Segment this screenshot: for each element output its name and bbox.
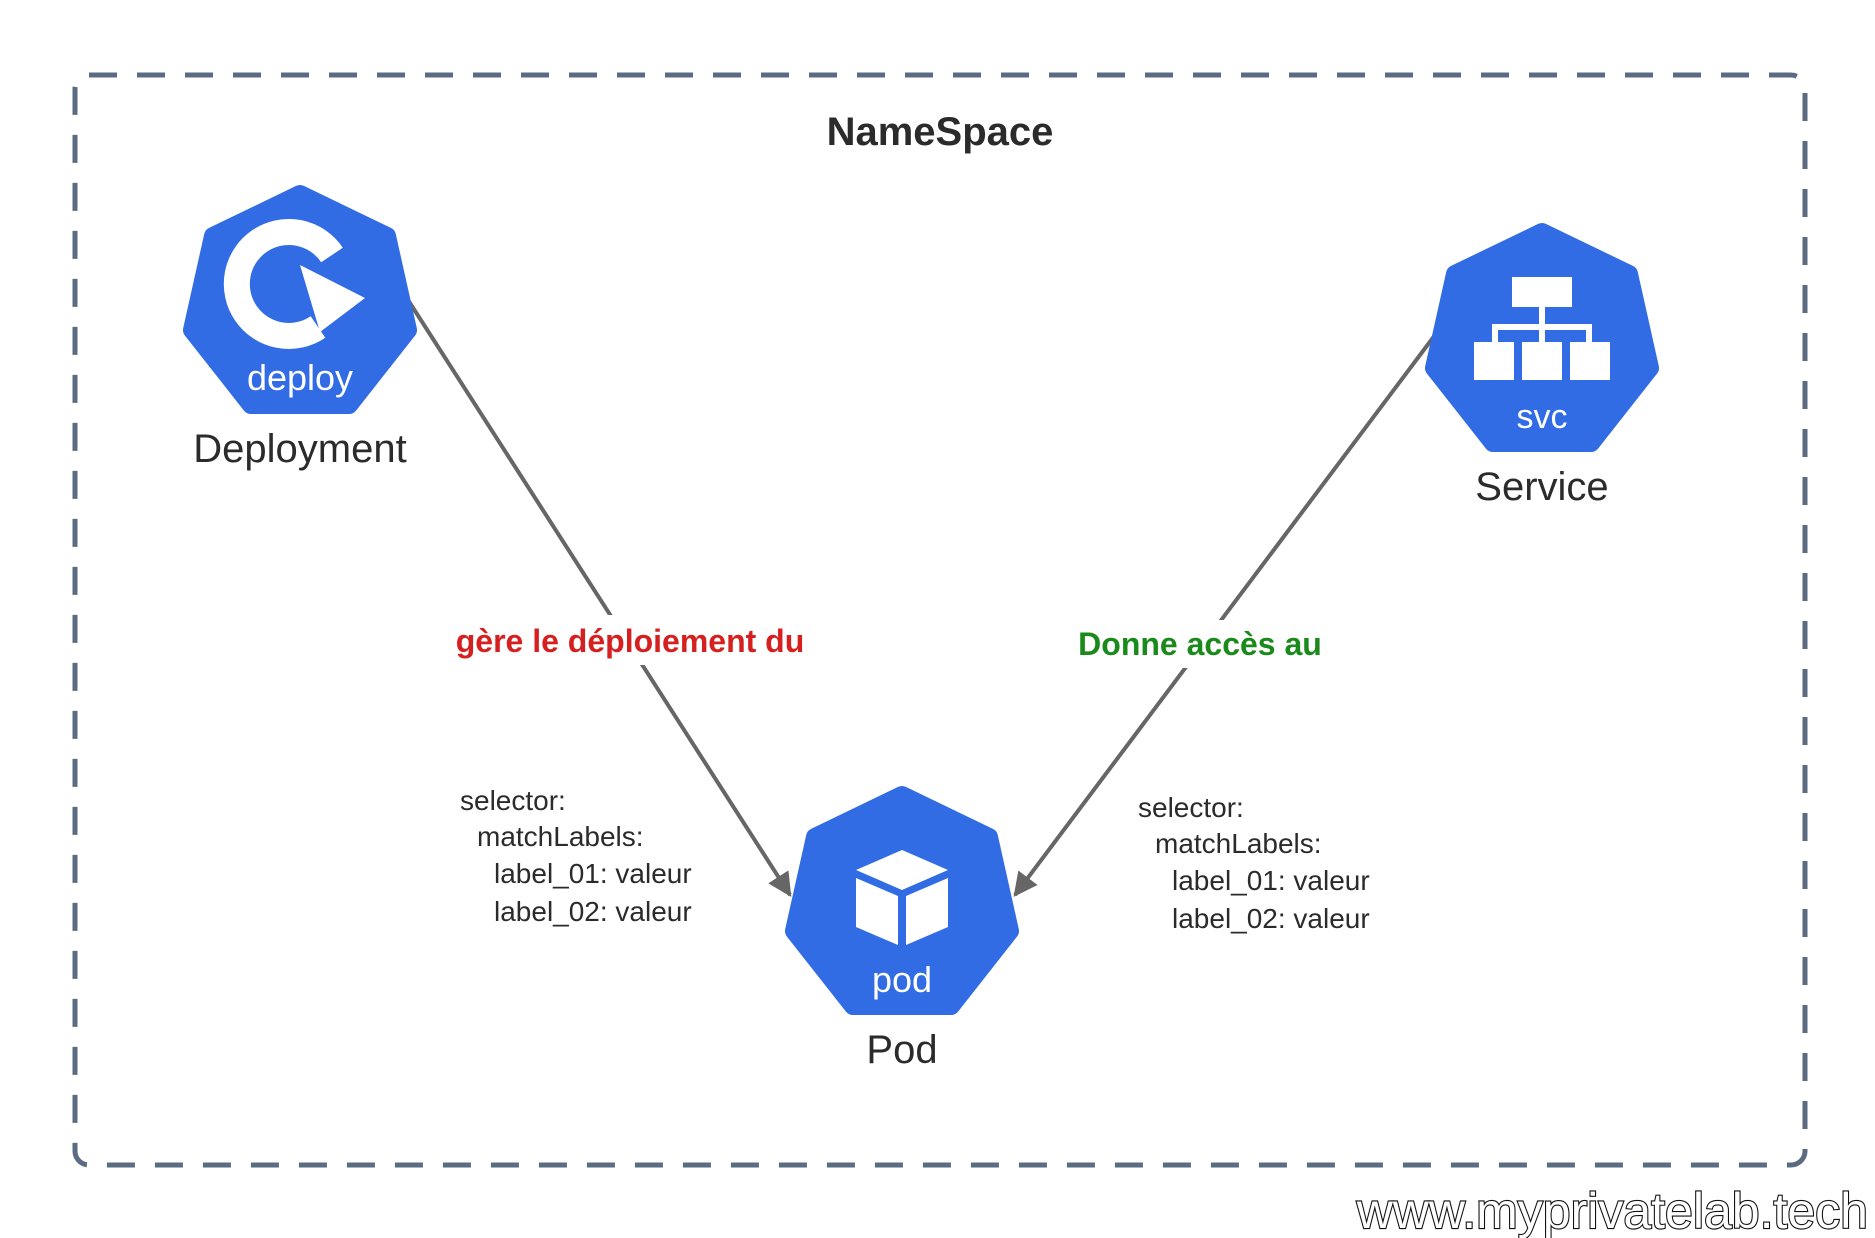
selector-right-line4: label_02: valeur bbox=[1172, 903, 1370, 934]
watermark: www.myprivatelab.tech bbox=[1356, 1183, 1868, 1238]
selector-block-right: selector: matchLabels: label_01: valeur … bbox=[1138, 792, 1370, 934]
deployment-node: deploy bbox=[183, 185, 417, 414]
selector-left-line4: label_02: valeur bbox=[494, 896, 692, 927]
deployment-label: Deployment bbox=[193, 427, 406, 471]
selector-block-left: selector: matchLabels: label_01: valeur … bbox=[460, 785, 692, 927]
service-badge: svc bbox=[1517, 398, 1568, 436]
selector-right-line1: selector: bbox=[1138, 792, 1244, 823]
selector-left-line1: selector: bbox=[460, 785, 566, 816]
pod-badge: pod bbox=[872, 959, 932, 1000]
network-tree-icon bbox=[1474, 277, 1610, 380]
selector-left-line3: label_01: valeur bbox=[494, 858, 692, 889]
deployment-badge: deploy bbox=[247, 357, 353, 398]
pod-heptagon bbox=[785, 786, 1019, 1015]
namespace-title: NameSpace bbox=[827, 110, 1054, 154]
namespace-frame bbox=[72, 72, 1808, 1168]
pod-node: pod bbox=[785, 786, 1019, 1015]
selector-right-line2: matchLabels: bbox=[1155, 828, 1322, 859]
cube-icon bbox=[856, 850, 948, 945]
rotate-arrow-icon bbox=[223, 219, 365, 349]
edge-label-service: Donne accès au bbox=[1078, 626, 1322, 662]
edge-deployment-to-pod bbox=[406, 298, 792, 898]
service-node: svc bbox=[1425, 223, 1659, 452]
service-label: Service bbox=[1475, 465, 1608, 509]
selector-right-line3: label_01: valeur bbox=[1172, 865, 1370, 896]
pod-label: Pod bbox=[866, 1028, 937, 1072]
edge-service-to-pod bbox=[1013, 333, 1437, 897]
selector-left-line2: matchLabels: bbox=[477, 821, 644, 852]
edge-label-deployment: gère le déploiement du bbox=[456, 623, 805, 659]
